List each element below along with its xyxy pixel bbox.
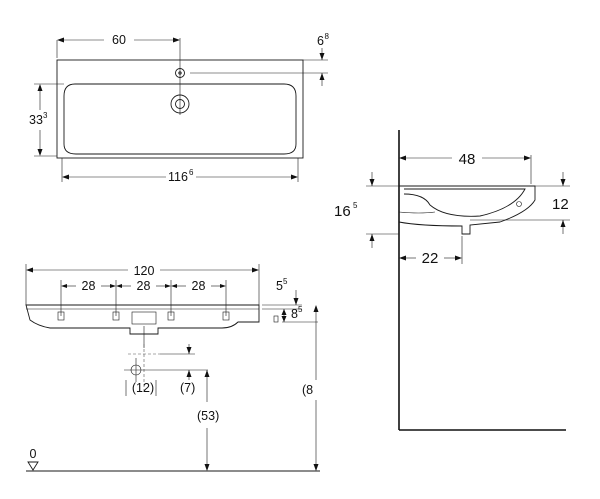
dim-60-label: 60 (112, 33, 126, 47)
dim-28-c-label: 28 (192, 279, 206, 293)
basin-front-outline (25, 304, 260, 335)
dim-116-sup: 6 (189, 168, 194, 177)
dim-53-paren-label: (53) (197, 409, 219, 423)
dim-28-a-label: 28 (82, 279, 96, 293)
dim-6-sup: 8 (325, 32, 330, 41)
dim-116-label: 116 (168, 170, 188, 184)
dim-28-b-label: 28 (137, 279, 151, 293)
dim-16-sup: 5 (353, 201, 358, 210)
dim-22-label: 22 (422, 250, 439, 267)
dim-33-label: 33 (29, 113, 43, 127)
floor-marker-icon (27, 461, 39, 471)
dim-8-sup: 5 (298, 305, 303, 314)
side-view: 48 16 5 12 22 (334, 130, 570, 431)
dim-16-label: 16 (334, 203, 351, 220)
dim-7-paren-label: (7) (180, 381, 195, 395)
dim-120-label: 120 (134, 264, 155, 278)
dim-33-sup: 3 (43, 111, 48, 120)
dim-8-label: 8 (291, 307, 298, 321)
dim-5-sup: 5 (283, 277, 288, 286)
dim-12-paren-label: (12) (132, 381, 154, 395)
dim-6-label: 6 (317, 34, 324, 48)
basin-profile (398, 185, 536, 235)
front-view: 120 28 28 28 (25, 264, 320, 472)
dim-12-label: 12 (552, 196, 569, 213)
dim-8-paren-label: (8 (302, 383, 313, 397)
top-view: 60 6 8 33 3 116 6 (29, 32, 330, 184)
floor-zero-label: 0 (30, 447, 37, 461)
dim-48-label: 48 (459, 151, 476, 168)
bowl-outline-top (63, 83, 297, 155)
dim-5-label: 5 (276, 279, 283, 293)
